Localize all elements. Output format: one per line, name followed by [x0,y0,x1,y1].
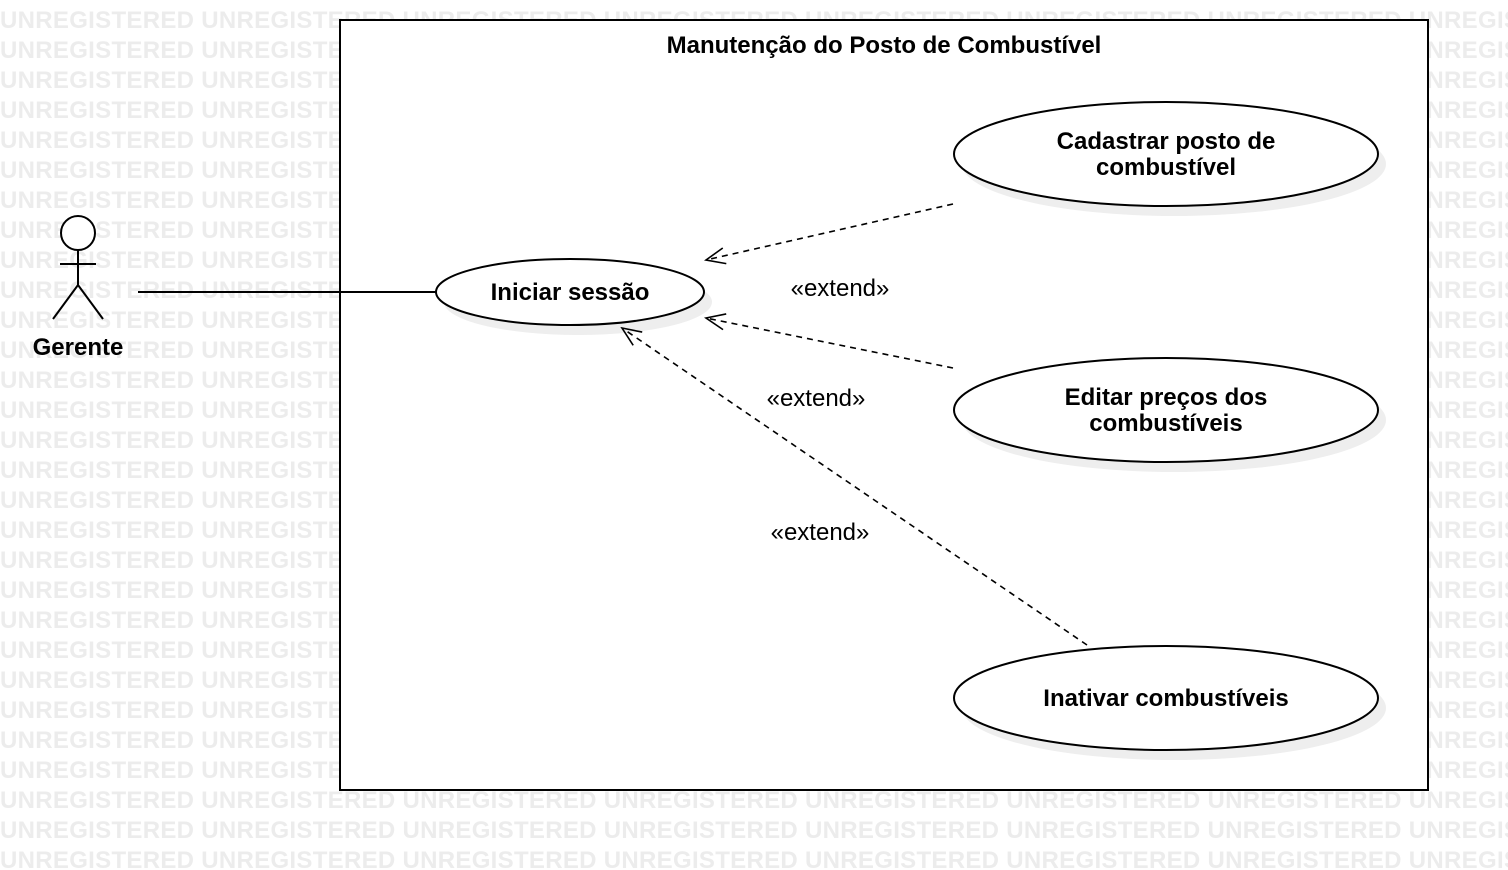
actor-left-leg [52,284,79,320]
extend-label-inativar: «extend» [771,519,870,546]
actor-head [60,215,96,251]
use-case-label-line1: Cadastrar posto de [1057,128,1276,155]
extend-arrow-editar[interactable] [706,318,954,369]
use-case-iniciar-sessao[interactable]: Iniciar sessão [435,258,712,335]
use-case-label: Iniciar sessão [491,279,650,306]
extend-label-cadastrar: «extend» [791,275,890,302]
actor-gerente[interactable]: Gerente [33,215,124,361]
use-case-label-line2: combustível [1096,154,1236,181]
extend-arrow-cadastrar[interactable] [706,203,954,260]
use-case-ellipse [953,645,1379,751]
actor-name: Gerente [33,334,124,361]
extend-arrow-inativar[interactable] [622,328,1088,646]
actor-right-leg [77,284,104,320]
use-case-editar-precos[interactable]: Editar preços dos combustíveis [953,357,1386,472]
use-case-label-line1: Editar preços dos [1065,384,1268,411]
use-case-ellipse [953,101,1379,207]
use-case-label-line2: combustíveis [1089,410,1242,437]
use-case-cadastrar-posto[interactable]: Cadastrar posto de combustível [953,101,1386,216]
use-case-ellipse [953,357,1379,463]
system-title: Manutenção do Posto de Combustível [667,32,1102,59]
use-case-label: Inativar combustíveis [1043,685,1288,712]
use-case-ellipse [435,258,705,326]
use-case-inativar-combustiveis[interactable]: Inativar combustíveis [953,645,1386,760]
extend-label-editar: «extend» [767,385,866,412]
